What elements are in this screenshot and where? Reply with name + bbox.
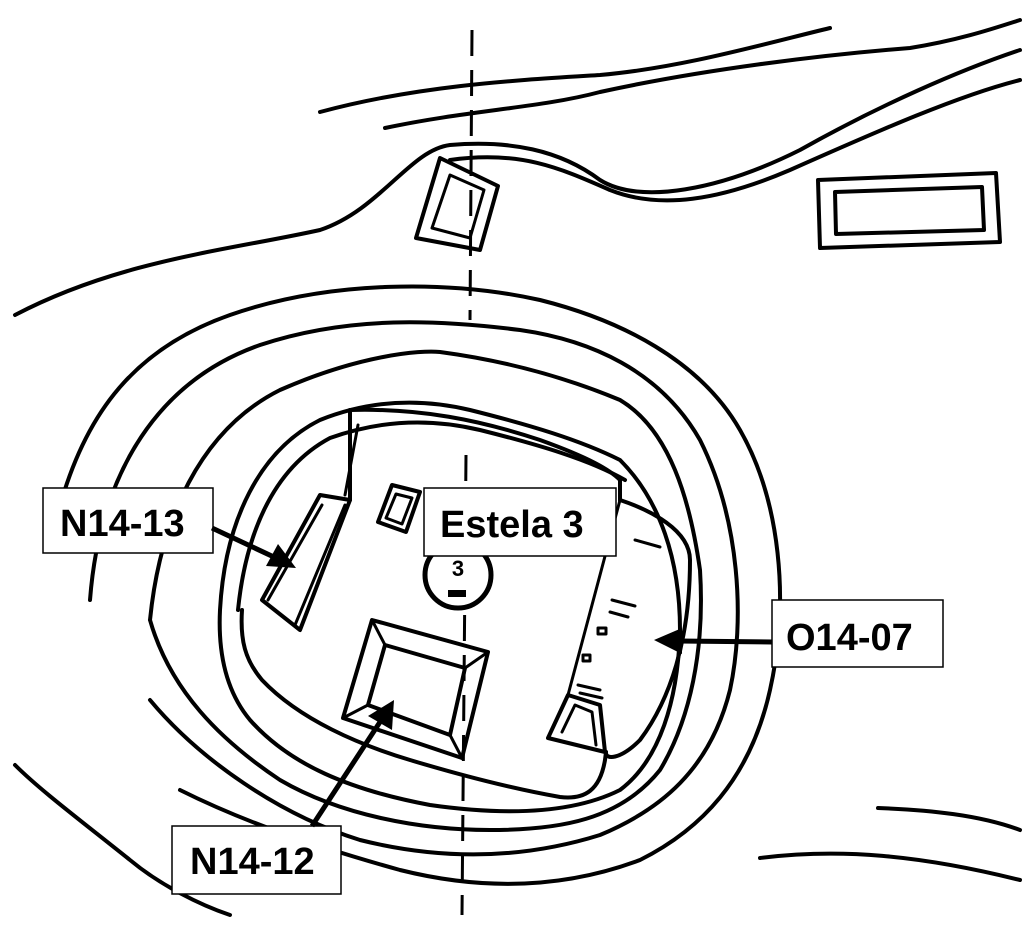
label-estela-3-text: Estela 3 <box>440 504 584 546</box>
arrow-o14-07 <box>677 638 773 645</box>
arrowhead-n14-13 <box>266 544 296 568</box>
label-n14-12: N14-12 <box>171 700 394 895</box>
arrow-n14-13 <box>210 525 278 561</box>
label-estela-3: Estela 3 <box>423 487 617 557</box>
label-o14-07-text: O14-07 <box>786 617 913 659</box>
label-n14-13: N14-13 <box>42 487 296 568</box>
structure-north <box>414 156 500 252</box>
label-o14-07: O14-07 <box>654 599 944 668</box>
label-n14-12-text: N14-12 <box>190 841 315 883</box>
small-structure-plaza <box>376 483 422 534</box>
arrowhead-n14-12 <box>368 700 394 730</box>
arrowhead-o14-07 <box>654 628 682 654</box>
structure-n14-13 <box>260 423 360 632</box>
structure-n14-12 <box>341 618 490 760</box>
label-n14-13-text: N14-13 <box>60 503 185 545</box>
axis-line <box>460 29 474 916</box>
contour-lines <box>13 18 1022 917</box>
stela-number: 3 <box>452 556 464 581</box>
arrow-n14-12 <box>309 720 383 828</box>
structure-northeast <box>816 171 1002 250</box>
